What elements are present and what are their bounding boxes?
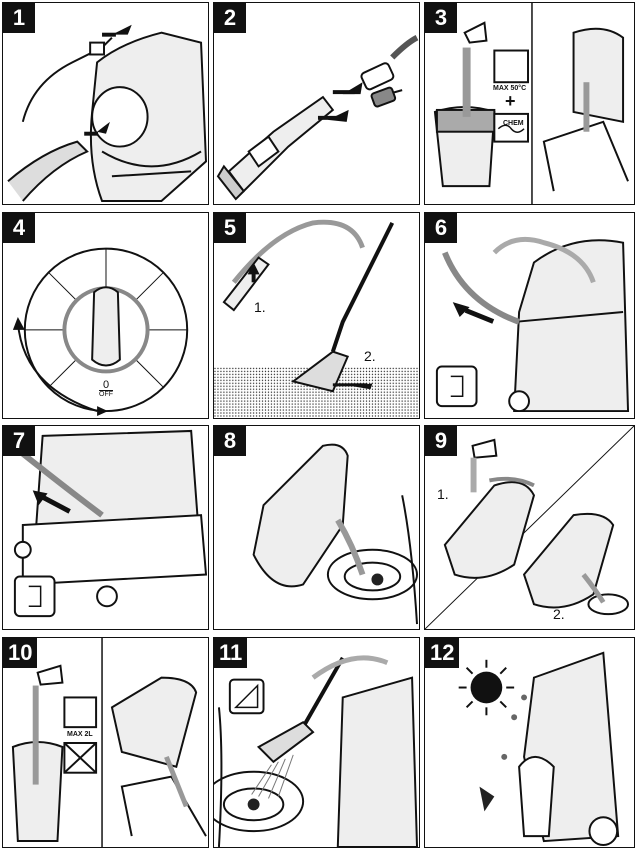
panel-11-illustration <box>214 655 419 847</box>
panel-6: 6 <box>424 212 635 419</box>
temperature-icon <box>493 49 530 84</box>
panel-7-illustration <box>11 429 208 618</box>
step-number: 8 <box>214 426 246 456</box>
panel-5-illustration <box>214 219 419 418</box>
step-1-label: 1. <box>254 299 266 315</box>
panel-8: 8 <box>213 425 420 630</box>
panel-9: 1. 2. 9 <box>424 425 635 630</box>
step-number: 6 <box>425 213 457 243</box>
panel-8-illustration <box>252 443 418 625</box>
plus-sign: + <box>505 91 516 111</box>
step-number: 10 <box>3 638 38 668</box>
panel-5: 1. 2. 5 <box>213 212 420 419</box>
step-number: 2 <box>214 3 246 33</box>
mode-icon <box>435 365 478 408</box>
step-2-label: 2. <box>553 606 565 622</box>
step-number: 1 <box>3 3 35 33</box>
dial-off-label: OFF <box>99 391 113 398</box>
panel-10-illustration <box>11 638 207 847</box>
step-number: 7 <box>3 426 35 456</box>
dial-zero-label: 0 <box>103 379 110 391</box>
step-1-label: 1. <box>437 486 449 502</box>
panel-6-illustration <box>435 236 630 413</box>
step-number: 12 <box>425 638 460 668</box>
step-number: 11 <box>214 638 248 668</box>
panel-12-illustration <box>458 651 620 847</box>
panel-3: MAX 50°C + CHEM 3 <box>424 2 635 205</box>
step-number: 3 <box>425 3 457 33</box>
step-number: 4 <box>3 213 35 243</box>
dial-illustration <box>12 247 189 417</box>
panel-12: 12 <box>424 637 635 848</box>
panel-10: MAX 2L 10 <box>2 637 209 848</box>
water-volume-icon <box>63 696 98 729</box>
panel-11: 11 <box>213 637 420 848</box>
sun-icon <box>458 659 515 716</box>
panel-2-illustration <box>216 34 419 201</box>
step-2-label: 2. <box>364 348 376 364</box>
panel-7: 7 <box>2 425 209 630</box>
max-volume-label: MAX 2L <box>67 731 93 738</box>
panel-9-illustration <box>425 426 634 629</box>
panel-4: 0 OFF 4 <box>2 212 209 419</box>
step-number: 9 <box>425 426 457 456</box>
max-temp-label: MAX 50°C <box>493 85 527 92</box>
chem-label: CHEM <box>503 120 524 127</box>
panel-1-illustration <box>7 24 208 203</box>
panel-2: 2 <box>213 2 420 205</box>
panel-3-illustration <box>433 3 629 204</box>
mode-icon <box>13 575 56 618</box>
panel-1: 1 <box>2 2 209 205</box>
step-number: 5 <box>214 213 246 243</box>
